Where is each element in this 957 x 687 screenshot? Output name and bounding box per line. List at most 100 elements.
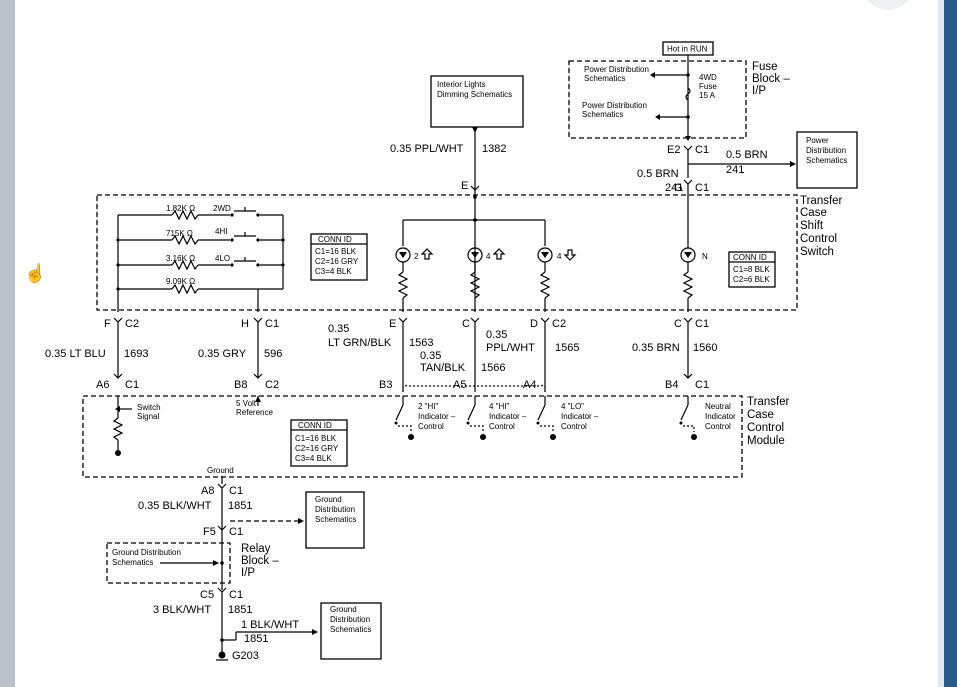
conn-id-3-c2: C2=16 GRY: [295, 444, 339, 453]
pin-a8: A8: [201, 485, 214, 497]
ground-label: Ground: [207, 466, 234, 475]
pds3-line3: Schematics: [806, 156, 847, 165]
fuse-block-outline: [568, 60, 747, 139]
ind-4hi-3: Control: [489, 422, 515, 431]
wire-brn-top: 0.5 BRN: [726, 149, 768, 161]
wire-1851c-num: 1851: [244, 633, 268, 645]
window-scroll-edge: [938, 0, 944, 687]
wire-1566-gauge-b: TAN/BLK: [420, 362, 466, 374]
wire-241-left: 241: [665, 182, 683, 194]
wire-1851b-gauge: 3 BLK/WHT: [153, 604, 211, 616]
middle-connectors: [113, 317, 693, 392]
relay-block-2: Block –: [241, 555, 279, 567]
gds2-line1: Ground Distribution: [112, 548, 181, 557]
pin-c-mid: C: [462, 318, 470, 330]
ind-4lo-3: Control: [561, 422, 587, 431]
ind-2hi-3: Control: [418, 422, 444, 431]
resistor-1-value: 1.82K Ω: [166, 204, 195, 213]
wire-1566-num: 1566: [481, 362, 505, 374]
conn-id-box-1: [310, 233, 368, 281]
fuse-symbol: [685, 87, 691, 101]
ind-4hi-1: 4 "HI": [489, 402, 510, 411]
pin-d: D: [530, 318, 538, 330]
fuse-block-label-2: Block –: [752, 73, 790, 85]
pin-a5: A5: [453, 379, 466, 391]
gds1-line3: Schematics: [315, 515, 356, 524]
pin-b4: B4: [665, 379, 678, 391]
pin-e-mid: E: [389, 318, 396, 330]
conn-id-3-c1: C1=16 BLK: [295, 434, 337, 443]
wire-1693-num: 1693: [124, 348, 148, 360]
pin-b4-conn: C1: [695, 379, 709, 391]
pin-e2-conn: C1: [695, 144, 709, 156]
ind-4lo-2: Indicator –: [561, 412, 599, 421]
hand-cursor-icon: ☝: [24, 263, 47, 283]
pin-f5-conn: C1: [229, 526, 243, 538]
fuse-line2: Fuse: [699, 82, 717, 91]
shift-switch-outline: [96, 194, 798, 311]
wire-1851b-num: 1851: [228, 604, 252, 616]
pin-g-conn: C1: [695, 182, 709, 194]
pin-d-conn: C2: [552, 318, 566, 330]
pds2-line2: Schematics: [582, 110, 623, 119]
pin-b8-conn: C2: [265, 379, 279, 391]
gds3-line3: Schematics: [330, 625, 371, 634]
pin-c5: C5: [200, 589, 214, 601]
pin-g: G: [674, 182, 683, 194]
resistor-3-label: 4LO: [215, 254, 230, 263]
pin-a8-conn: C1: [229, 485, 243, 497]
gds1-box: [305, 491, 365, 549]
conn-id-1-c3: C3=4 BLK: [315, 267, 352, 276]
tcss-label-1: Transfer: [800, 195, 843, 207]
conn-id-3-c3: C3=4 BLK: [295, 454, 332, 463]
led-label-4hi: 4: [486, 252, 491, 261]
wire-1565-gauge-a: 0.35: [486, 329, 507, 341]
window-left-border: [0, 0, 15, 687]
pin-b8: B8: [234, 379, 247, 391]
tcss-label-5: Switch: [800, 246, 834, 258]
led-bank: [395, 184, 696, 312]
wire-1851c-gauge: 1 BLK/WHT: [241, 619, 299, 631]
window-corner-button[interactable]: [862, 0, 914, 10]
tccm-label-3: Control: [747, 422, 784, 434]
wire-1560-gauge: 0.35 BRN: [632, 342, 680, 354]
wire-1851a-num: 1851: [228, 500, 252, 512]
interior-lights-line1: Interior Lights: [437, 80, 485, 89]
gds3-box: [320, 602, 382, 660]
pin-c5-conn: C1: [229, 589, 243, 601]
conn-id-2-title: CONN ID: [733, 253, 767, 262]
pin-a4: A4: [523, 379, 536, 391]
interior-lights-box: [430, 75, 524, 128]
gds1-line1: Ground: [315, 495, 342, 504]
wire-596-num: 596: [264, 348, 282, 360]
pds2-line1: Power Distribution: [582, 101, 647, 110]
resistor-ladder: [116, 207, 285, 312]
wire-1563-gauge-b: LT GRN/BLK: [328, 337, 392, 349]
ind-n-1: Neutral: [705, 402, 731, 411]
resistor-2-label: 4HI: [215, 227, 227, 236]
wire-1560-num: 1560: [693, 342, 717, 354]
tccm-label-2: Case: [747, 409, 774, 421]
control-module-outline: [82, 395, 743, 478]
wire-596-gauge: 0.35 GRY: [198, 348, 247, 360]
interior-lights-line2: Dimming Schematics: [437, 90, 512, 99]
switch-signal-2: Signal: [137, 412, 159, 421]
conn-id-2-c1: C1=8 BLK: [733, 265, 770, 274]
pin-f-conn: C2: [125, 318, 139, 330]
ind-2hi-2: Indicator –: [418, 412, 456, 421]
conn-id-3-title: CONN ID: [298, 421, 332, 430]
fuse-line3: 15 A: [699, 91, 716, 100]
gds1-line2: Distribution: [315, 505, 355, 514]
pds1-line1: Power Distribution: [584, 65, 649, 74]
pin-a6-conn: C1: [125, 379, 139, 391]
relay-block-outline: [106, 542, 231, 584]
resistor-2-value: 715K Ω: [166, 229, 193, 238]
ind-4lo-1: 4 "LO": [561, 402, 584, 411]
pin-e-top: E: [461, 180, 468, 192]
fuse-block-label-1: Fuse: [752, 61, 778, 73]
resistor-3-value: 3.16K Ω: [166, 254, 195, 263]
pds1-line2: Schematics: [584, 74, 625, 83]
ground-g203-label: G203: [232, 650, 259, 662]
wire-1565-num: 1565: [555, 342, 579, 354]
